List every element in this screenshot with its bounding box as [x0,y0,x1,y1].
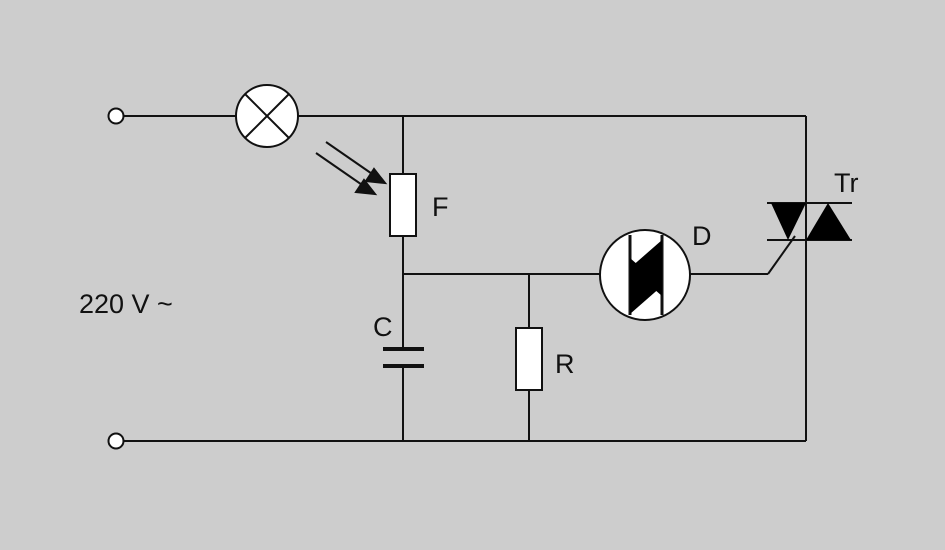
label-diac: D [692,221,712,251]
label-triac: Tr [834,168,858,198]
label-photoresistor: F [432,192,449,222]
wire-gate-lead [767,235,796,275]
label-capacitor: C [373,312,393,342]
triac-tr [767,202,852,241]
label-resistor: R [555,349,575,379]
supply-voltage-label: 220 V ~ [79,289,173,319]
lamp-symbol [235,84,299,148]
wires [123,115,807,442]
resistor-r [515,327,543,391]
light-arrows-icon [315,141,388,196]
diac-d [599,229,691,321]
terminal-top [107,107,125,125]
terminal-bottom [107,432,125,450]
photoresistor-f [389,173,417,237]
capacitor-c [383,347,424,368]
